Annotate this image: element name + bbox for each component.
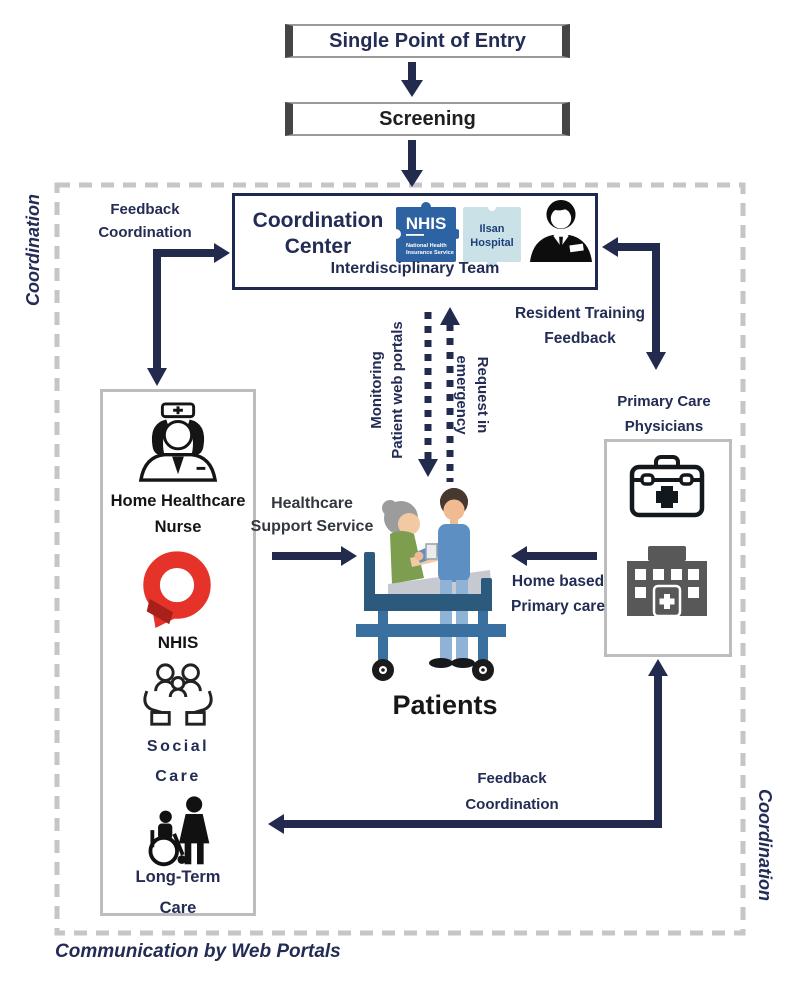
svg-text:Ilsan: Ilsan [479, 223, 504, 235]
svg-text:Insurance Service: Insurance Service [406, 250, 454, 256]
nhis-logo: NHIS National Health Insurance Service [393, 202, 459, 262]
arrow-screening-to-center [401, 140, 423, 187]
home-services-box: Home Healthcare Nurse NHIS Social Care [100, 389, 256, 917]
nurse-icon [138, 402, 218, 482]
monitoring-label: Monitoring Patient web portals [368, 321, 406, 459]
social-care-icon [143, 663, 213, 726]
social-care-label: Social Care [146, 738, 210, 785]
interdisciplinary-team-label: Interdisciplinary Team [330, 260, 500, 277]
healthcare-support-label: Healthcare Support Service [250, 495, 374, 536]
patients-label: Patients [392, 690, 498, 720]
screening-box: Screening [285, 102, 570, 136]
nhis-label: NHIS [157, 633, 199, 652]
request-emergency-label: Request in emergency [453, 355, 491, 435]
svg-text:National Health: National Health [406, 243, 447, 249]
svg-text:NHIS: NHIS [406, 214, 447, 233]
arrow-entry-to-screening [401, 62, 423, 97]
home-based-care-label: Home based Primary care [511, 573, 605, 615]
long-term-care-icon [148, 796, 210, 867]
primary-care-physicians-label: Primary Care Physicians [617, 393, 711, 435]
communication-web-portals-label: Communication by Web Portals [55, 941, 341, 962]
coordination-center-title: Coordination Center [252, 209, 384, 259]
home-healthcare-nurse-label: Home Healthcare Nurse [110, 492, 246, 537]
svg-text:Hospital: Hospital [470, 237, 513, 249]
long-term-care-label: Long-Term Care [135, 868, 221, 917]
arrow-monitoring-dashed-down [418, 312, 438, 477]
coordination-side-label-left: Coordination [22, 194, 43, 306]
coordination-side-label-right: Coordination [755, 789, 776, 901]
ilsan-hospital-logo: Ilsan Hospital [463, 203, 521, 267]
feedback-coordination-top-label: Feedback Coordination [98, 201, 192, 242]
arrow-feedback-coordination-left [147, 243, 230, 386]
single-point-of-entry-box: Single Point of Entry [285, 24, 570, 58]
nhis-heart-icon [143, 551, 211, 629]
medical-bag-icon [629, 455, 705, 518]
coordination-center-box: Coordination Center NHIS National Health… [232, 193, 598, 290]
team-member-icon [529, 199, 593, 262]
resident-training-label: Resident Training Feedback [514, 305, 646, 347]
primary-care-physicians-box [604, 439, 732, 657]
hospital-icon [627, 546, 707, 616]
single-point-of-entry-label: Single Point of Entry [329, 29, 526, 52]
feedback-coordination-bottom-label: Feedback Coordination [465, 770, 559, 813]
screening-label: Screening [379, 107, 476, 130]
